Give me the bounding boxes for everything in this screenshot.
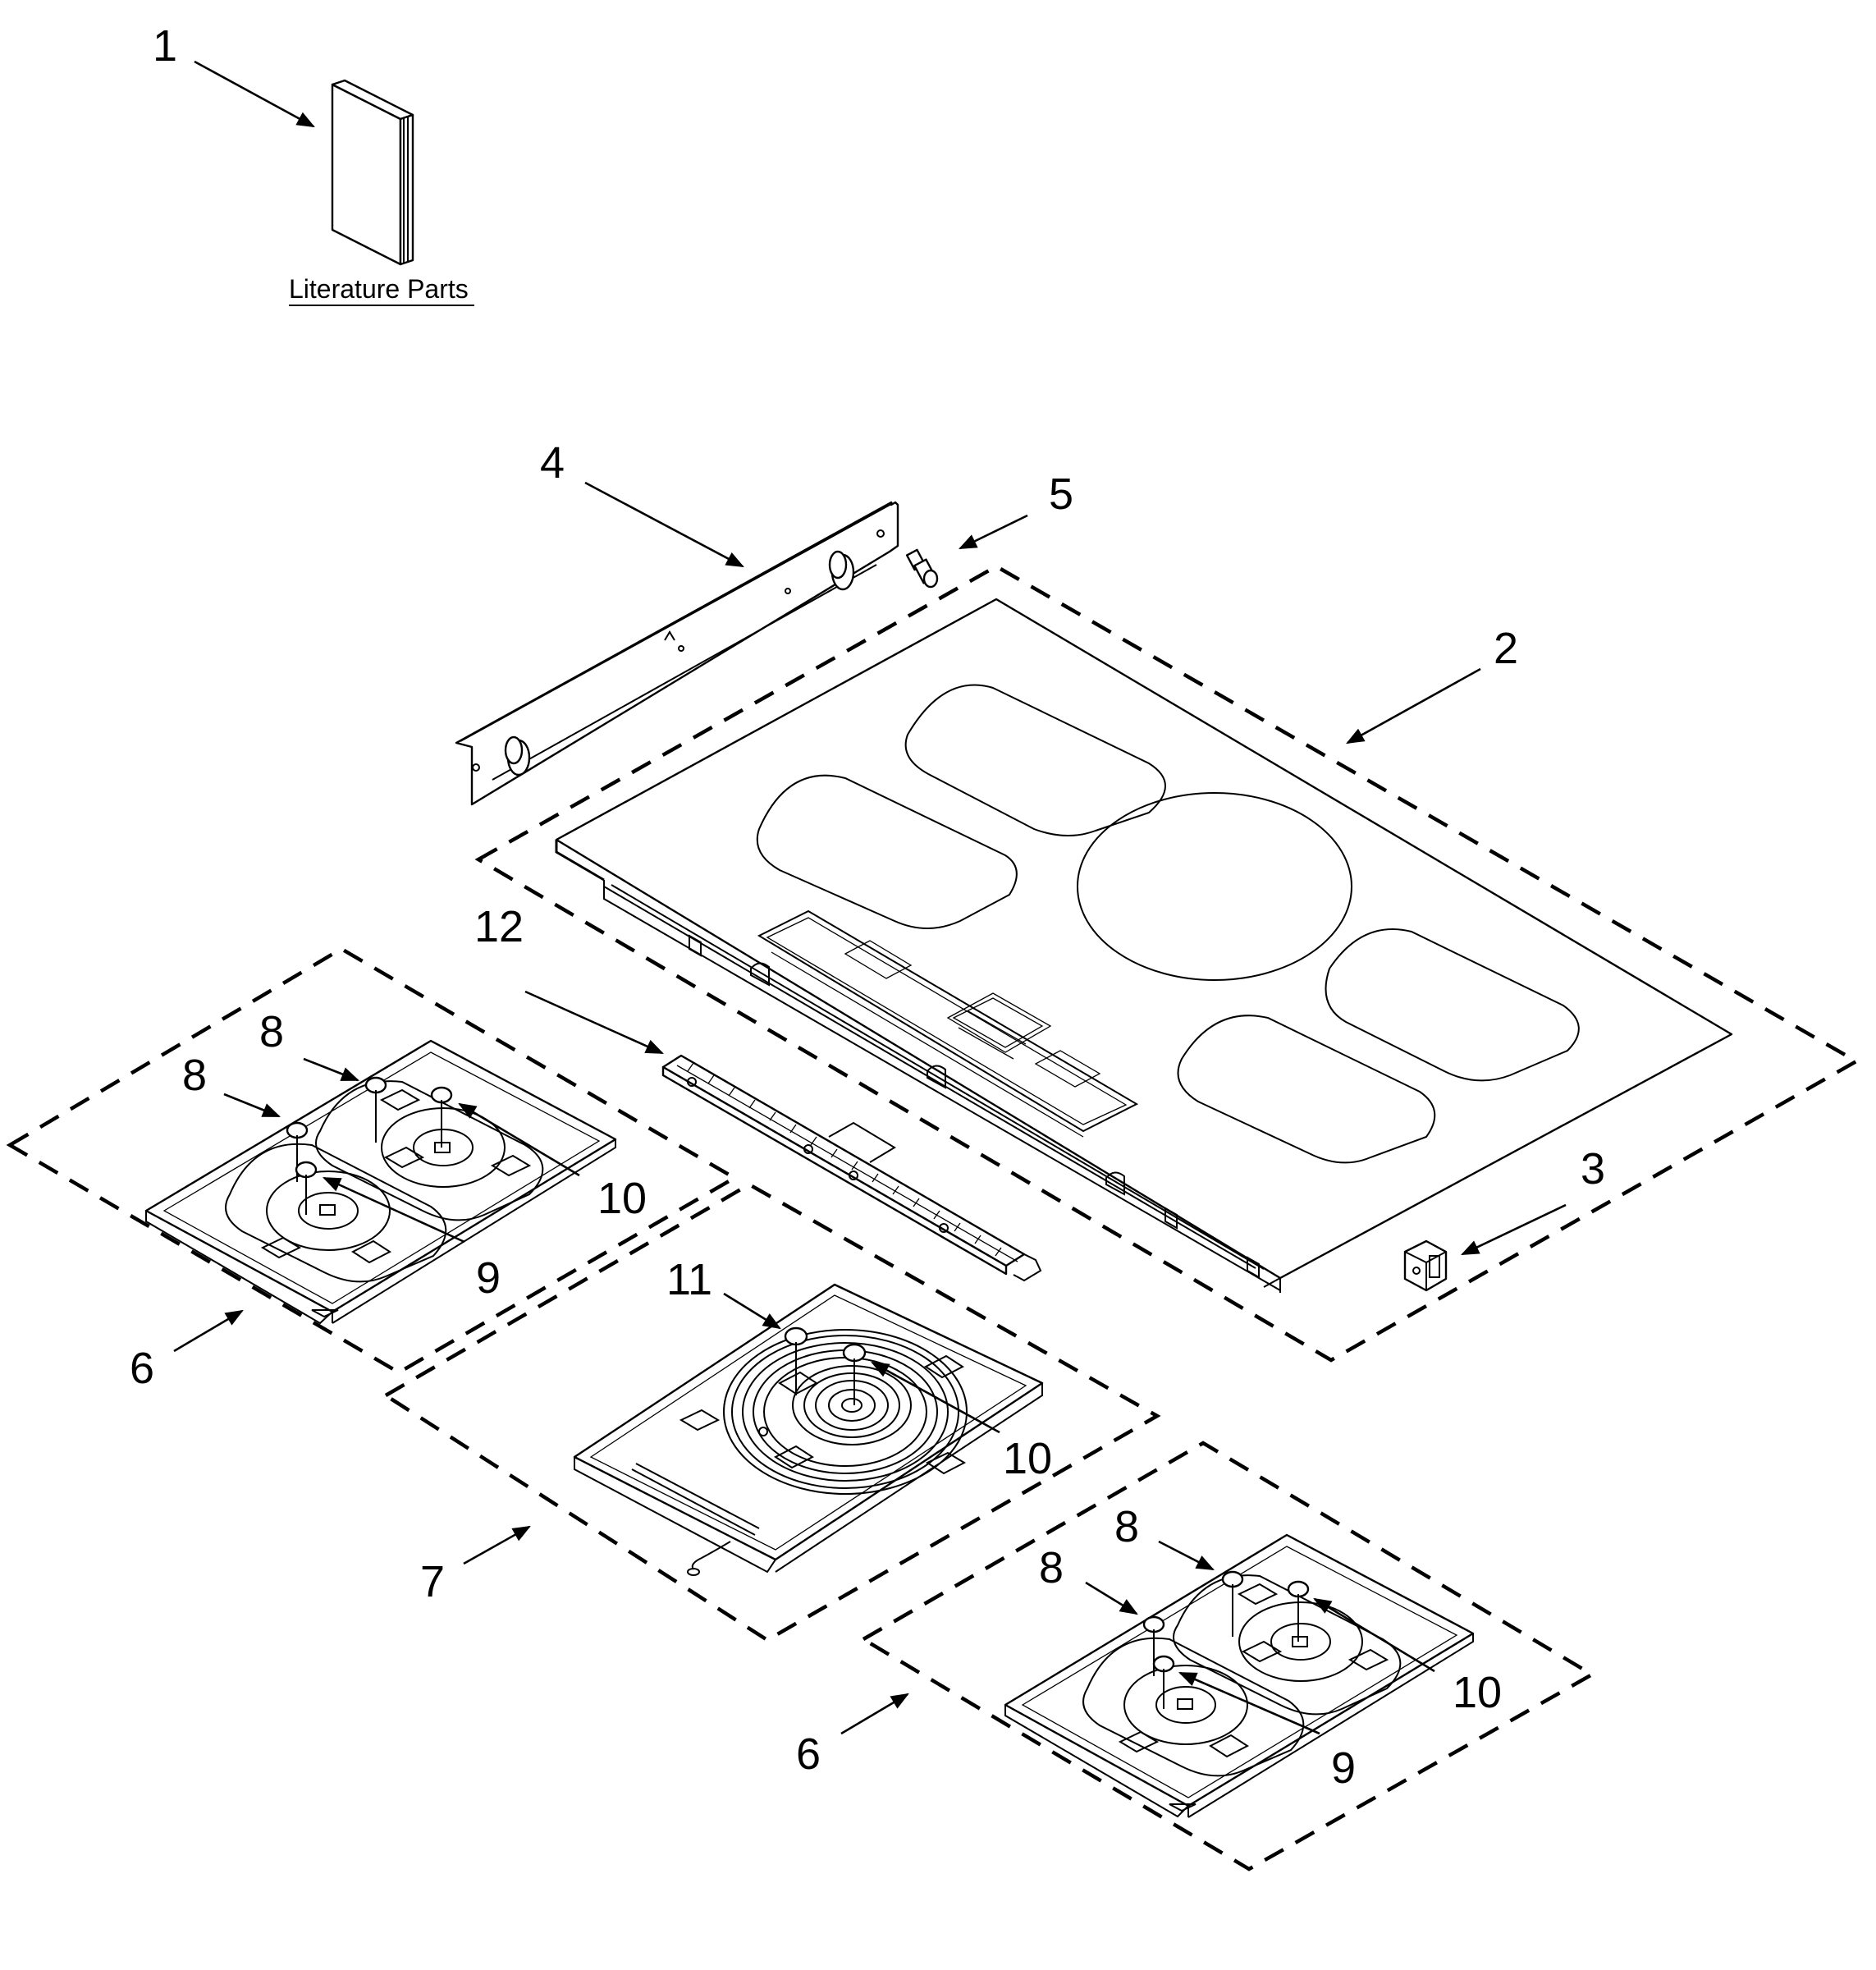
dashed-outline-element-left [6, 946, 739, 1375]
dashed-outline-element-center [382, 1182, 1161, 1642]
literature-book [331, 79, 414, 266]
callout-1: 1 [153, 21, 177, 71]
element-assembly-left [144, 1039, 617, 1325]
callout-11: 11 [666, 1255, 712, 1304]
callout-7: 7 [420, 1557, 445, 1606]
callout-8-left-upper: 8 [259, 1007, 284, 1056]
callout-9-right: 9 [1331, 1743, 1356, 1793]
callout-10-center: 10 [1003, 1434, 1052, 1483]
callout-8-right-lower: 8 [1039, 1543, 1064, 1592]
callout-2: 2 [1494, 624, 1518, 673]
leader-arrows [173, 60, 1567, 1735]
cooktop-glass [555, 598, 1733, 1293]
screw [905, 548, 939, 589]
dashed-outline-element-right [859, 1441, 1596, 1872]
callout-4: 4 [540, 438, 565, 488]
callout-10-right: 10 [1453, 1668, 1502, 1717]
callout-6-right: 6 [796, 1729, 821, 1779]
dashed-outline-cooktop [474, 564, 1860, 1363]
callout-5: 5 [1049, 470, 1073, 519]
control-bracket [455, 501, 899, 806]
wire-harness-tray [661, 1054, 1042, 1282]
literature-caption: Literature Parts [289, 274, 469, 304]
callout-3: 3 [1581, 1144, 1605, 1193]
callout-12: 12 [474, 902, 524, 951]
element-assembly-center [573, 1283, 1044, 1576]
terminal-block [1403, 1239, 1448, 1292]
callout-10-left: 10 [597, 1174, 647, 1223]
callout-9-left: 9 [476, 1253, 501, 1303]
callout-8-right-upper: 8 [1114, 1502, 1139, 1551]
element-assembly-right [1004, 1533, 1475, 1818]
callout-6-left: 6 [130, 1344, 154, 1393]
callout-8-left-lower: 8 [182, 1051, 207, 1100]
